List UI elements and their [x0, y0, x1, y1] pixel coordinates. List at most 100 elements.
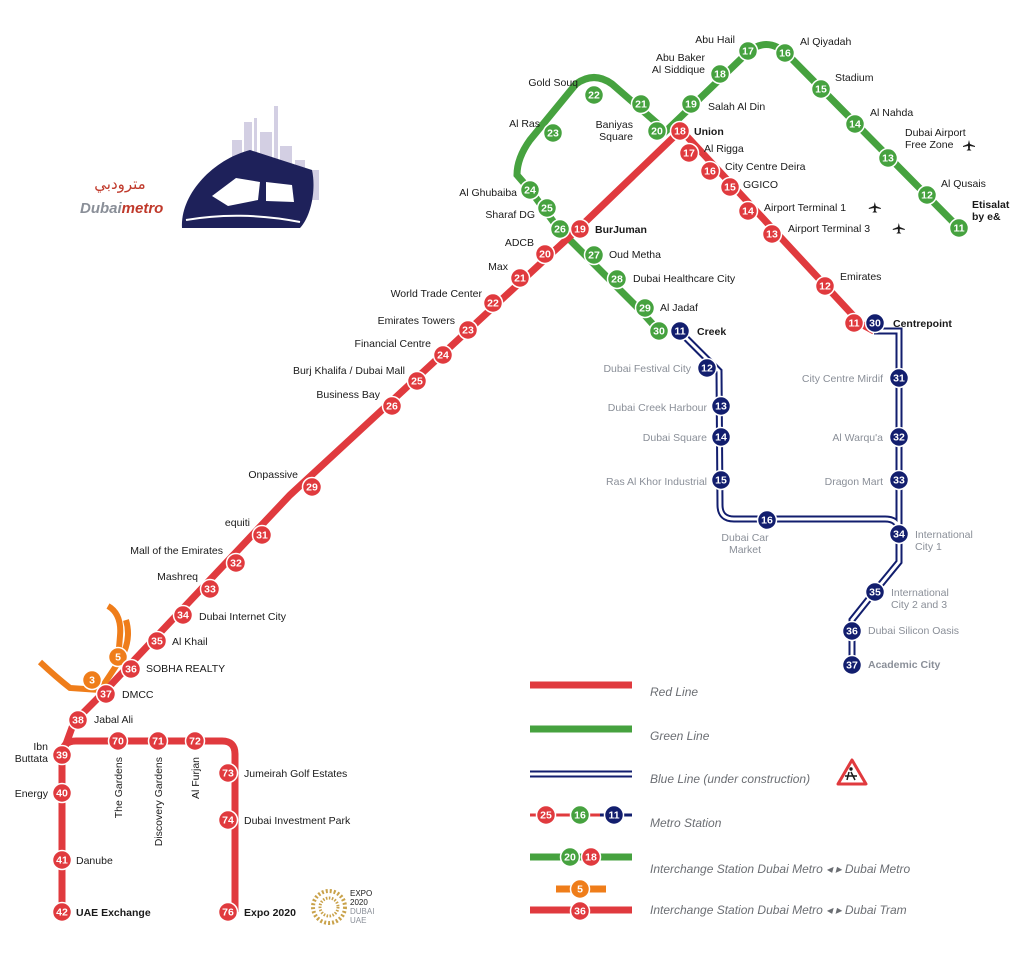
- station-marker[interactable]: [864, 581, 886, 603]
- tram-station-3[interactable]: 3: [81, 669, 103, 691]
- station-marker[interactable]: [107, 646, 129, 668]
- station-marker[interactable]: [457, 319, 479, 341]
- station-marker[interactable]: [301, 476, 323, 498]
- station-marker[interactable]: [606, 268, 628, 290]
- station-marker[interactable]: [51, 744, 73, 766]
- station-marker[interactable]: [146, 630, 168, 652]
- station-marker[interactable]: [719, 176, 741, 198]
- station-marker[interactable]: [888, 367, 910, 389]
- station-marker[interactable]: [877, 147, 899, 169]
- station-marker[interactable]: [841, 620, 863, 642]
- station-marker[interactable]: [199, 578, 221, 600]
- station-marker[interactable]: [810, 78, 832, 100]
- station-marker[interactable]: [669, 320, 691, 342]
- station-marker[interactable]: [519, 179, 541, 201]
- station-marker[interactable]: [51, 849, 73, 871]
- station-marker[interactable]: [696, 357, 718, 379]
- station-marker[interactable]: [774, 42, 796, 64]
- station-marker[interactable]: [569, 218, 591, 240]
- station-marker[interactable]: [406, 370, 428, 392]
- green-station-30[interactable]: 30: [648, 320, 670, 342]
- station-marker[interactable]: [217, 809, 239, 831]
- station-marker[interactable]: [217, 901, 239, 923]
- station-marker[interactable]: [710, 469, 732, 491]
- green-station-20[interactable]: 20: [646, 120, 668, 142]
- station-marker[interactable]: [864, 312, 886, 334]
- station-marker[interactable]: [583, 244, 605, 266]
- station-marker[interactable]: [737, 40, 759, 62]
- green-station-26[interactable]: 26: [549, 218, 571, 240]
- station-marker[interactable]: [646, 120, 668, 142]
- station-marker[interactable]: [709, 63, 731, 85]
- station-marker[interactable]: [51, 901, 73, 923]
- station-marker[interactable]: [509, 267, 531, 289]
- station-marker[interactable]: [844, 113, 866, 135]
- station-marker[interactable]: [678, 142, 700, 164]
- station-marker[interactable]: [432, 344, 454, 366]
- station-marker[interactable]: [814, 275, 836, 297]
- station-marker[interactable]: [147, 730, 169, 752]
- station-marker[interactable]: [542, 122, 564, 144]
- station-marker[interactable]: [549, 218, 571, 240]
- station-marker[interactable]: [888, 469, 910, 491]
- station-marker[interactable]: [172, 604, 194, 626]
- station-marker[interactable]: [120, 658, 142, 680]
- station-marker[interactable]: [536, 197, 558, 219]
- station-marker[interactable]: [888, 426, 910, 448]
- station-marker[interactable]: [669, 120, 691, 142]
- station-marker[interactable]: [761, 223, 783, 245]
- station-marker[interactable]: [843, 312, 865, 334]
- station-marker[interactable]: [107, 730, 129, 752]
- station-marker[interactable]: [225, 552, 247, 574]
- blue-station-30[interactable]: 30: [864, 312, 886, 334]
- station-marker[interactable]: [737, 200, 759, 222]
